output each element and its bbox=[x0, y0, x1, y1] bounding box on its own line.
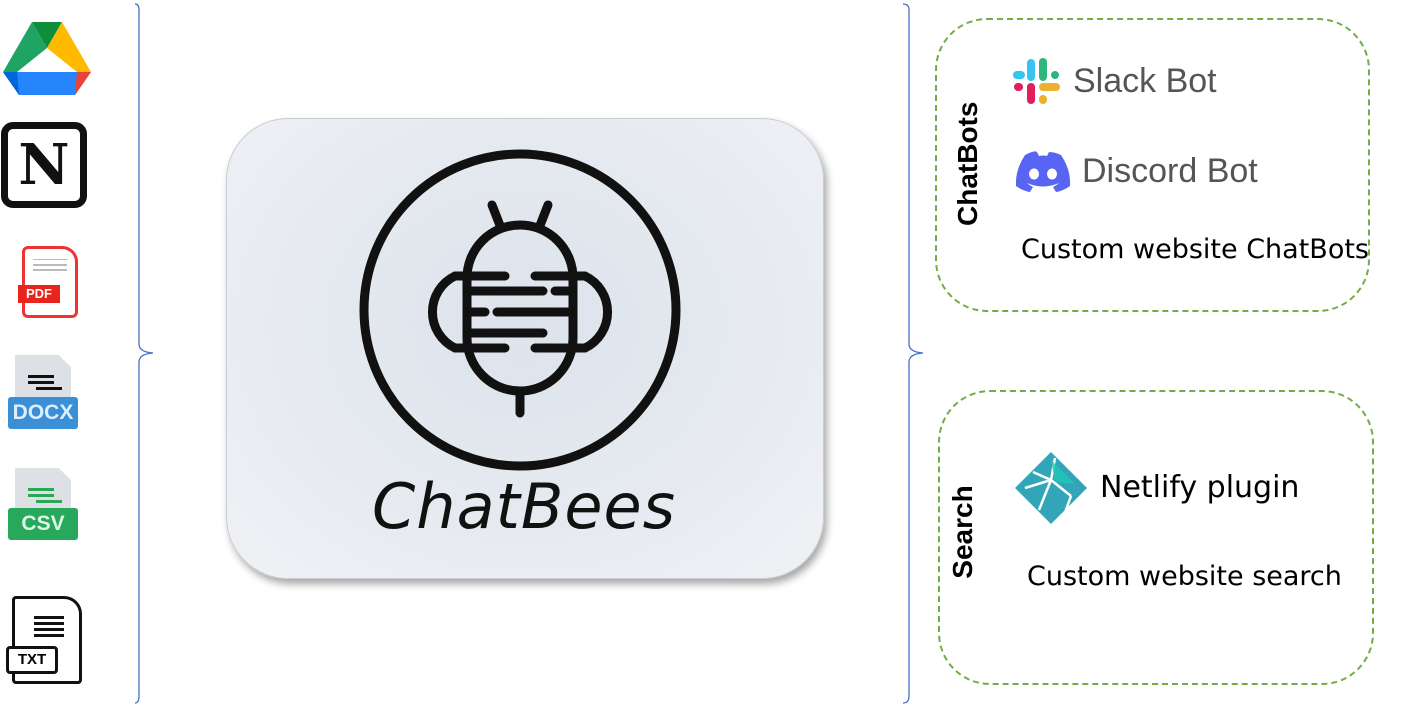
custom-chatbots-label: Custom website ChatBots bbox=[1021, 234, 1369, 265]
brand-name: ChatBees bbox=[371, 470, 676, 543]
docx-label: DOCX bbox=[8, 397, 78, 429]
chatbots-title: ChatBots bbox=[952, 101, 983, 226]
google-drive-icon bbox=[3, 22, 91, 95]
chatbees-card bbox=[226, 118, 824, 579]
docx-icon: DOCX bbox=[8, 355, 78, 430]
notion-icon: N bbox=[1, 122, 87, 208]
txt-icon: TXT bbox=[6, 596, 82, 684]
chatbots-group bbox=[935, 18, 1370, 312]
search-title: Search bbox=[947, 485, 978, 579]
slack-icon bbox=[1013, 58, 1060, 104]
custom-search-label: Custom website search bbox=[1027, 561, 1342, 592]
right-brace bbox=[902, 3, 924, 704]
netlify-icon bbox=[1015, 452, 1087, 524]
bee-icon bbox=[359, 149, 681, 471]
netlify-plugin-label: Netlify plugin bbox=[1100, 470, 1300, 505]
txt-label: TXT bbox=[6, 646, 58, 674]
discord-bot-label: Discord Bot bbox=[1082, 152, 1258, 190]
csv-label: CSV bbox=[8, 508, 78, 540]
slack-bot-label: Slack Bot bbox=[1073, 62, 1217, 100]
discord-icon bbox=[1015, 151, 1071, 192]
search-group bbox=[938, 390, 1374, 685]
pdf-label: PDF bbox=[18, 285, 60, 303]
pdf-icon: PDF bbox=[18, 246, 78, 318]
csv-icon: CSV bbox=[8, 468, 78, 541]
left-brace bbox=[134, 3, 154, 704]
